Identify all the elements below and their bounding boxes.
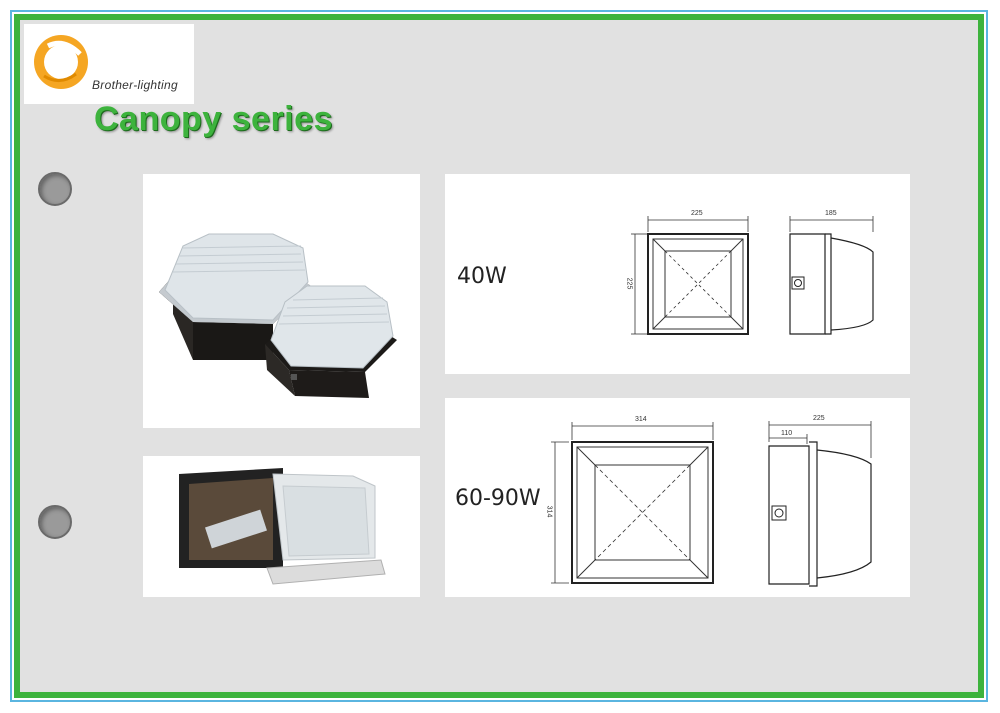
- drawing-panel-40w: 40W 225 225 185: [445, 174, 910, 374]
- canopy-internal-photo: [179, 468, 386, 585]
- product-photo-panel: [143, 174, 420, 428]
- front-height-dim: 314: [545, 505, 553, 518]
- canopy-lights-photo: [159, 233, 397, 398]
- wattage-label-40w: 40W: [457, 264, 507, 289]
- front-height-dim: 225: [625, 277, 633, 290]
- binder-hole-top: [38, 172, 72, 206]
- outer-frame: [10, 10, 988, 702]
- logo-icon: [34, 35, 88, 89]
- logo-area: [24, 24, 194, 104]
- binder-hole-bottom: [38, 505, 72, 539]
- technical-drawing-40w: [631, 216, 874, 335]
- page-title: Canopy series: [94, 100, 333, 138]
- side-depth-dim: 110: [781, 430, 793, 437]
- side-width-dim: 225: [813, 415, 825, 422]
- side-width-dim: 185: [825, 210, 837, 217]
- front-width-dim: 314: [635, 416, 647, 423]
- technical-drawing-60-90w: [551, 421, 872, 587]
- wattage-label-60-90w: 60-90W: [455, 486, 541, 511]
- product-internal-photo-panel: [143, 456, 420, 597]
- front-width-dim: 225: [691, 210, 703, 217]
- brand-name: Brother-lighting: [92, 78, 178, 92]
- drawing-panel-60-90w: 60-90W 314 314 225 110: [445, 398, 910, 597]
